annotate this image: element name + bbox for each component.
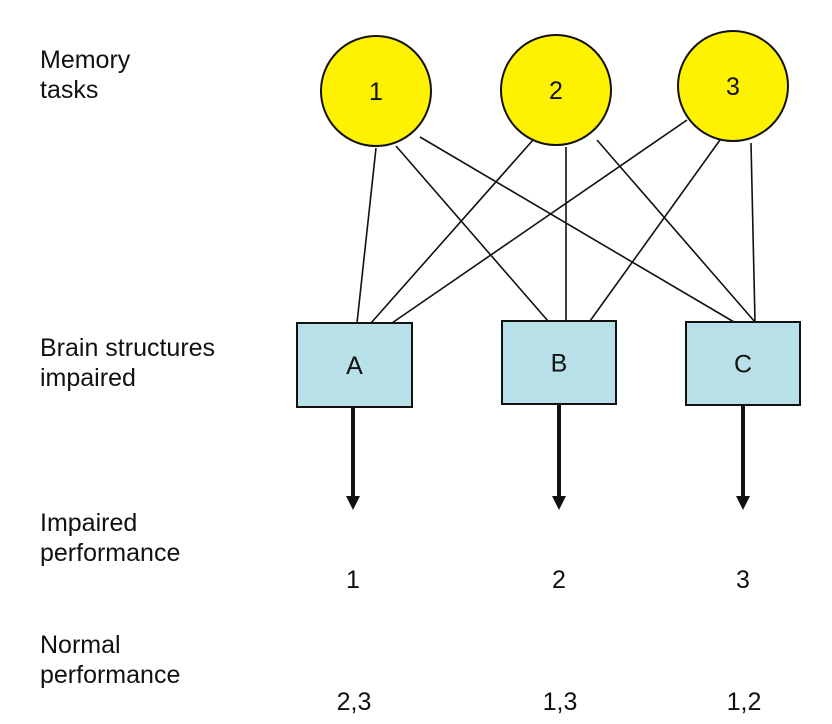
task-label: 1	[369, 78, 383, 106]
label-line: performance	[40, 539, 181, 567]
label-line: tasks	[40, 76, 99, 104]
edge-task-2-to-A	[370, 139, 534, 324]
edge-task-3-to-A	[391, 119, 688, 324]
structure-label: A	[346, 352, 363, 380]
arrow-down-icon	[346, 496, 360, 510]
label-line: impaired	[40, 364, 136, 392]
caption-clipped	[0, 712, 832, 724]
structure-box	[501, 320, 617, 405]
impaired-value-B: 2	[552, 566, 566, 594]
structure-node-B: B	[501, 320, 617, 405]
structure-box	[296, 322, 413, 408]
task-circle	[500, 34, 612, 146]
task-label: 2	[549, 77, 563, 105]
label-line: Normal	[40, 631, 121, 659]
task-circle	[677, 30, 789, 142]
normal-value-B: 1,3	[543, 688, 578, 716]
edge-task-3-to-B	[589, 139, 721, 322]
edge-task-3-to-C	[750, 142, 756, 323]
task-node-2: 2	[500, 34, 612, 146]
task-circle	[320, 35, 432, 147]
arrow-down-icon	[552, 496, 566, 510]
arrow-down-icon	[736, 496, 750, 510]
normal-value-C: 1,2	[727, 688, 762, 716]
structure-label: C	[734, 351, 752, 379]
task-node-1: 1	[320, 35, 432, 147]
label-line: Brain structures	[40, 334, 216, 362]
structure-label: B	[551, 350, 568, 378]
normal-value-A: 2,3	[337, 688, 372, 716]
structure-node-C: C	[685, 321, 801, 406]
edge-task-1-to-B	[395, 145, 549, 322]
label-memory-tasks: Memory tasks	[40, 45, 130, 105]
label-line: performance	[40, 661, 181, 689]
structure-node-A: A	[296, 322, 413, 408]
impaired-value-A: 1	[346, 566, 360, 594]
task-node-3: 3	[677, 30, 789, 142]
label-line: Impaired	[40, 509, 138, 537]
impaired-value-C: 3	[736, 566, 750, 594]
label-normal-performance: Normal performance	[40, 630, 180, 690]
edge-task-1-to-A	[356, 147, 377, 324]
label-brain-structures: Brain structures impaired	[40, 333, 215, 393]
edge-task-2-to-C	[596, 139, 756, 323]
edge-task-1-to-C	[419, 136, 735, 323]
task-label: 3	[726, 73, 740, 101]
label-impaired-performance: Impaired performance	[40, 508, 180, 568]
label-line: Memory	[40, 46, 131, 74]
